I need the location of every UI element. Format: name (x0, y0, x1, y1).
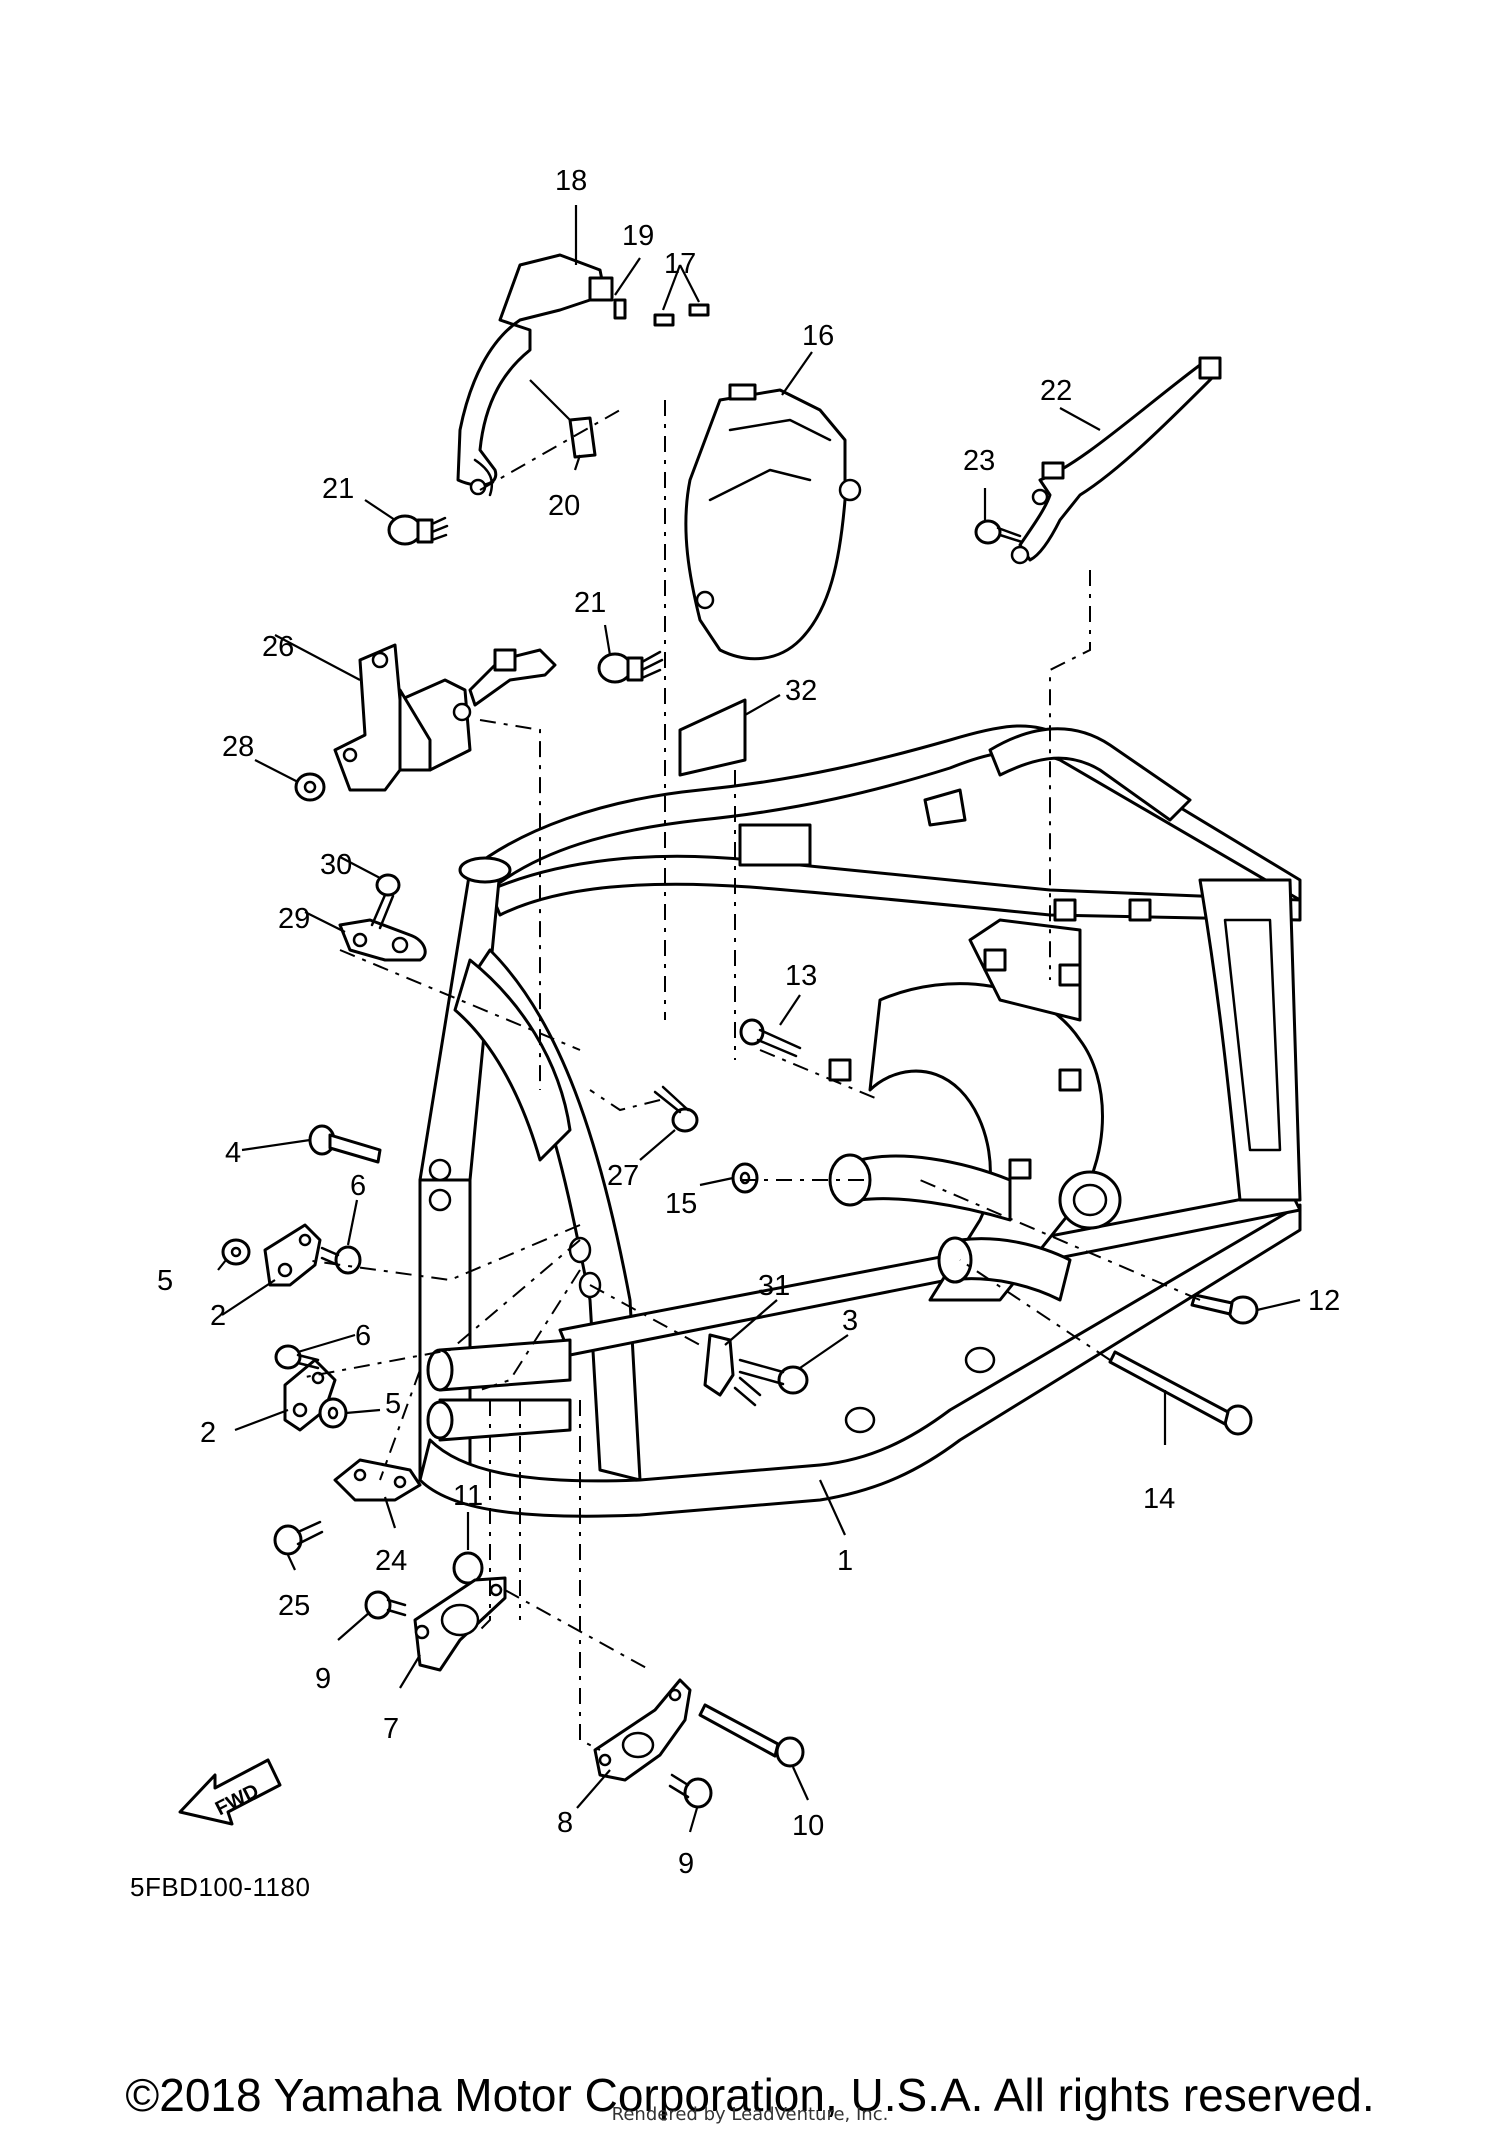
callout-16: 16 (802, 320, 834, 352)
callout-2-lower: 2 (200, 1417, 216, 1449)
callout-23: 23 (963, 445, 995, 477)
washer-5a (221, 1238, 251, 1266)
callout-28: 28 (222, 731, 254, 763)
label-32 (678, 698, 747, 777)
bolt-6a (320, 1245, 362, 1275)
bolt-4 (308, 1124, 382, 1164)
bolt-21b (597, 650, 664, 684)
bolt-21a (387, 514, 449, 546)
washer-15 (731, 1162, 759, 1194)
callout-11: 11 (453, 1480, 483, 1512)
callout-25: 25 (278, 1590, 310, 1622)
leader-lines (217, 205, 1301, 1833)
callout-32: 32 (785, 675, 817, 707)
callout-10: 10 (792, 1810, 824, 1842)
bolt-30 (370, 873, 401, 930)
bracket-24 (333, 1458, 422, 1502)
bolt-3 (738, 1358, 809, 1395)
plate-7 (413, 1576, 507, 1672)
callout-9-right: 9 (678, 1848, 694, 1880)
callout-12: 12 (1308, 1285, 1340, 1317)
callout-15: 15 (665, 1188, 697, 1220)
callout-31: 31 (758, 1270, 790, 1302)
cover-16 (684, 383, 862, 661)
callout-21-lower: 21 (574, 587, 606, 619)
bracket-29 (338, 918, 427, 962)
bolt-12 (1190, 1293, 1259, 1325)
bolt-10 (698, 1703, 805, 1768)
bolt-23 (974, 519, 1024, 545)
bolt-25 (273, 1520, 324, 1556)
guide-lines (299, 400, 1201, 1751)
callout-20: 20 (548, 490, 580, 522)
damper-20 (568, 416, 597, 459)
stay-22 (1010, 356, 1222, 565)
callout-24: 24 (375, 1545, 407, 1577)
bracket-31 (703, 1333, 762, 1407)
callout-4: 4 (225, 1137, 241, 1169)
bolt-27 (653, 1085, 699, 1133)
bracket-18 (456, 253, 627, 497)
callout-7: 7 (383, 1713, 399, 1745)
copyright-notice: ©2018 Yamaha Motor Corporation, U.S.A. A… (125, 2069, 1375, 2121)
callout-19: 19 (622, 220, 654, 252)
bracket-26 (333, 643, 557, 792)
callout-21-upper: 21 (322, 473, 354, 505)
callout-2-upper: 2 (210, 1300, 226, 1332)
callout-26: 26 (262, 631, 294, 663)
callout-8: 8 (557, 1807, 573, 1839)
callout-5-upper: 5 (157, 1265, 173, 1297)
callout-6-lower: 6 (355, 1320, 371, 1352)
bolt-13 (739, 1018, 802, 1058)
plate-2a (263, 1223, 322, 1287)
callout-22: 22 (1040, 375, 1072, 407)
label-17 (653, 264, 710, 327)
callout-numbers: 18 19 17 16 22 23 21 20 21 26 32 28 30 2… (157, 165, 1340, 1880)
bolt-9b (668, 1773, 713, 1809)
callout-6-upper: 6 (350, 1170, 366, 1202)
callout-17: 17 (664, 248, 696, 280)
bolt-6b (274, 1344, 320, 1370)
rendered-by-note: Rendered by LeadVenture, Inc. (611, 2104, 889, 2125)
callout-5-lower: 5 (385, 1388, 401, 1420)
diagram-code: 5FBD100-1180 (130, 1872, 311, 1902)
callout-30: 30 (320, 849, 352, 881)
washer-5b (318, 1397, 348, 1429)
fwd-arrow-icon: FWD (178, 1758, 282, 1826)
bolt-14 (1108, 1350, 1253, 1436)
callout-14: 14 (1143, 1483, 1175, 1515)
callout-1: 1 (837, 1545, 853, 1577)
callout-29: 29 (278, 903, 310, 935)
callout-27: 27 (607, 1160, 639, 1192)
callout-18: 18 (555, 165, 587, 197)
plate-8 (593, 1678, 692, 1782)
main-frame (418, 724, 1302, 1518)
grommet-28 (294, 772, 326, 802)
callout-9-left: 9 (315, 1663, 331, 1695)
bolt-9a (364, 1590, 407, 1620)
callout-3: 3 (842, 1305, 858, 1337)
callout-13: 13 (785, 960, 817, 992)
